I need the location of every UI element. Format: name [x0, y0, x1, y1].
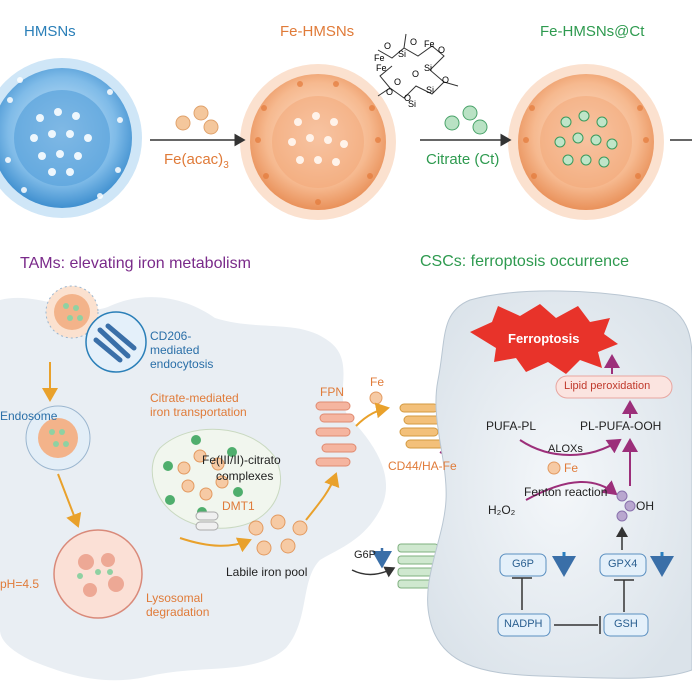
complex-label-2: complexes	[216, 469, 274, 483]
atom-label: O	[412, 69, 420, 79]
fe-acac-beads	[175, 105, 219, 135]
arrow-aloxs	[519, 438, 622, 456]
arrow-lysosome-to-pool	[179, 537, 252, 553]
cd206-receptor	[85, 311, 147, 373]
aloxs-label: ALOXs	[548, 443, 583, 455]
labile-iron-pool	[248, 514, 308, 556]
fe-si-molecule	[377, 33, 459, 99]
arrow-fenton	[525, 480, 618, 501]
lysosomal-label: Lysosomal	[146, 591, 203, 605]
cd206-label: CD206-	[150, 329, 192, 343]
atom-label: O	[404, 93, 412, 103]
atom-label: O	[410, 37, 418, 47]
atom-label: O	[438, 45, 446, 55]
pl-pufa-ooh-label: PL-PUFA-OOH	[580, 419, 662, 433]
oh-radical	[616, 490, 636, 522]
arrow-endosome-to-lysosome	[57, 473, 82, 528]
degradation-label: degradation	[146, 605, 210, 619]
lysosome	[53, 529, 143, 619]
fe-acac-label: Fe(acac)3	[164, 152, 229, 171]
endosome	[25, 405, 91, 471]
citrato-complex-bubble	[151, 428, 282, 529]
labile-iron-label: Labile iron pool	[226, 565, 308, 579]
arrow-fe-to-cd44	[355, 402, 390, 427]
nadph-box	[497, 613, 551, 637]
cd44-label: CD44/HA-Fe	[388, 459, 457, 473]
fe-bead-csc	[547, 461, 561, 475]
dmt1-label: DMT1	[222, 499, 255, 513]
iron-transport-label: iron transportation	[150, 405, 247, 419]
fenton-label: Fenton reaction	[524, 485, 608, 499]
fe-csc-label: Fe	[564, 461, 579, 475]
hmsn-particle	[0, 58, 142, 218]
atom-label: O	[394, 77, 402, 87]
fpn-channel	[315, 401, 357, 467]
lipid-peroxidation-label: Lipid peroxidation	[564, 380, 651, 392]
citrate-mediated-label: Citrate-mediated	[150, 391, 239, 405]
atom-label: Si	[398, 49, 407, 59]
g6p-box	[499, 553, 547, 577]
ph-label: pH=4.5	[0, 577, 40, 591]
inhibition-lines	[512, 526, 634, 634]
fe-hmsn-ct-particle	[508, 64, 664, 220]
hmsns-label: HMSNs	[24, 23, 76, 40]
atom-label: O	[384, 41, 392, 51]
g6p-small-label: G6P	[354, 549, 377, 561]
citrate-beads	[444, 105, 488, 135]
arrow-pool-to-fpn	[305, 472, 340, 521]
atom-label: O	[442, 75, 450, 85]
ferroptosis-label: Ferroptosis	[508, 331, 580, 346]
endocytosis-label: endocytosis	[150, 357, 214, 371]
fpn-label: FPN	[320, 385, 344, 399]
fe-middle-label: Fe	[370, 375, 385, 389]
gsh-label: GSH	[614, 618, 638, 630]
oh-label: OH	[636, 499, 654, 513]
lipid-peroxidation-box	[555, 375, 673, 399]
fe-hmsn-particle	[240, 64, 396, 220]
atom-label: Si	[424, 63, 433, 73]
nadph-label: NADPH	[504, 618, 543, 630]
fe-hmsns-label: Fe-HMSNs	[280, 23, 355, 40]
fe-acac-text: Fe(acac)	[164, 151, 224, 168]
dmt1-channel	[195, 511, 219, 531]
atom-label: Fe	[376, 63, 387, 73]
ferroptosis-burst	[470, 304, 618, 374]
fe-acac-sub: 3	[223, 160, 229, 171]
atom-label: Si	[408, 99, 417, 109]
fe-bead-middle	[369, 391, 383, 405]
pufa-pl-label: PUFA-PL	[486, 419, 537, 433]
g6p-label: G6P	[512, 558, 535, 570]
atom-label: Fe	[374, 53, 385, 63]
cscs-title: CSCs: ferroptosis occurrence	[420, 253, 629, 270]
atom-label: Fe	[424, 39, 435, 49]
arrow-g6p-in	[351, 566, 396, 578]
h2o2-label: H₂O₂	[488, 503, 516, 517]
mediated-label: mediated	[150, 343, 200, 357]
atom-label: O	[386, 87, 394, 97]
tams-title: TAMs: elevating iron metabolism	[20, 255, 251, 272]
fe-hmsns-ct-label: Fe-HMSNs@Ct	[540, 23, 645, 40]
gpx4-label: GPX4	[608, 558, 638, 570]
gsh-box	[603, 613, 649, 637]
atom-label: Si	[426, 85, 435, 95]
gpx4-box	[599, 553, 647, 577]
complex-label-1: Fe(III/II)-citrato	[202, 453, 281, 467]
endosome-label: Endosome	[0, 409, 58, 423]
cd206-particle	[45, 285, 99, 339]
citrate-label: Citrate (Ct)	[426, 151, 500, 168]
